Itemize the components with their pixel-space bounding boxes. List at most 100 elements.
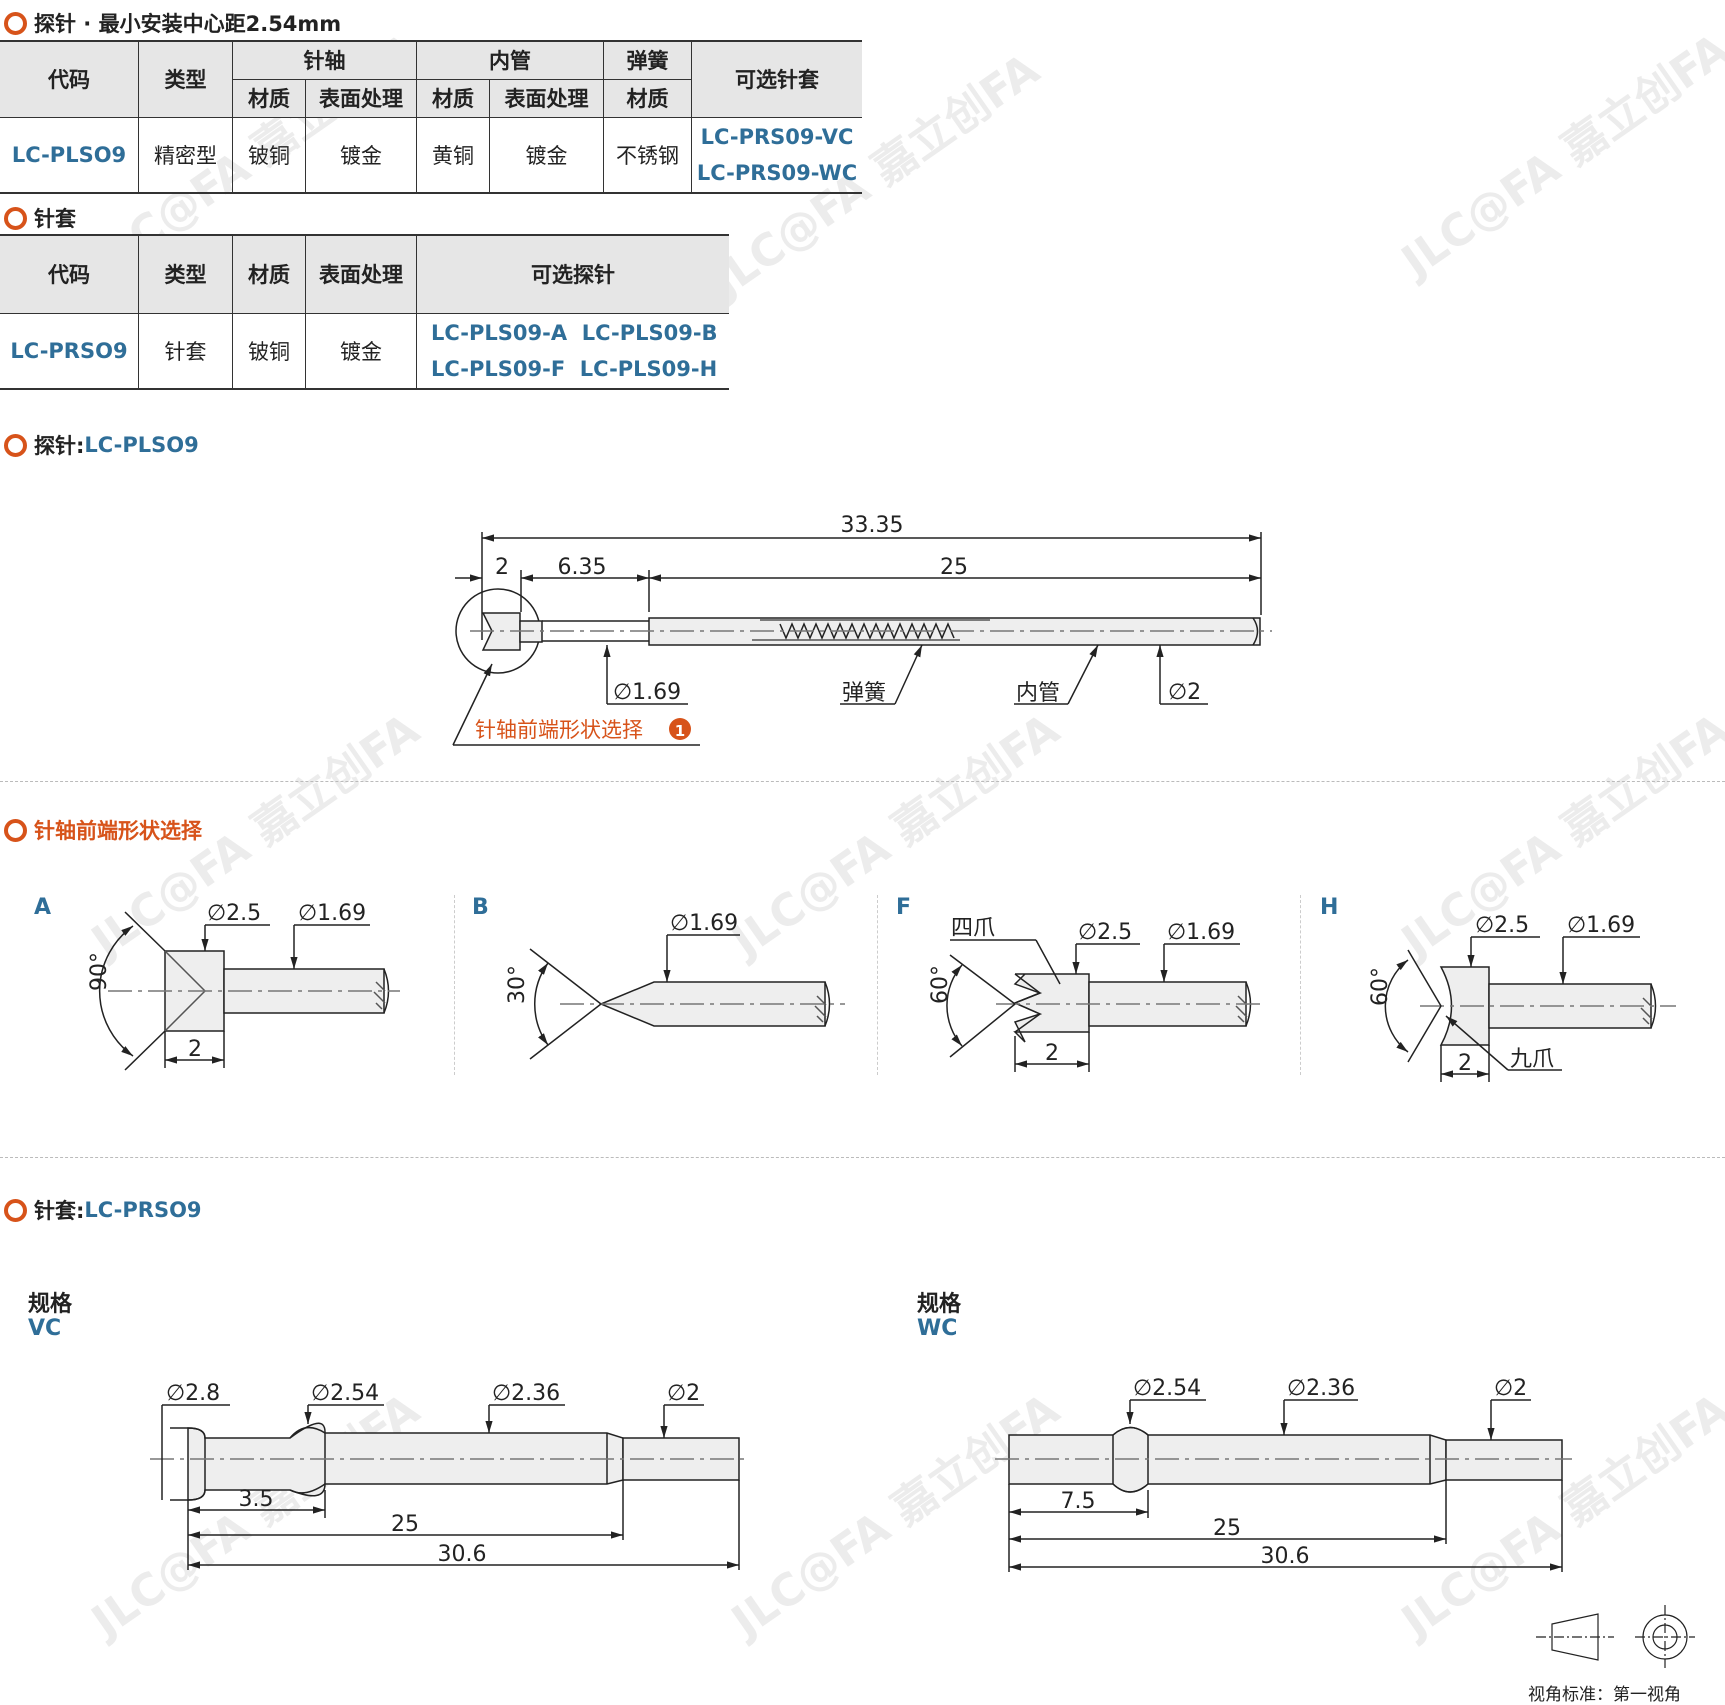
sleeve-table-title: 针套 xyxy=(4,203,76,233)
tube-material: 黄铜 xyxy=(416,116,490,194)
spring-material: 不锈钢 xyxy=(603,116,692,194)
sleeve-vc-drawing: ∅2.8 ∅2.54 ∅2.36 ∅2 3.5 25 30.6 xyxy=(150,1381,750,1570)
option-links-row1[interactable]: LC-PLS09-A LC-PLS09-B xyxy=(431,320,718,345)
dim-vc-d4: ∅2 xyxy=(667,1381,700,1406)
tube-surface: 镀金 xyxy=(489,116,604,194)
dim-f-d2: ∅1.69 xyxy=(1167,920,1235,945)
dim-a-angle: 90° xyxy=(87,952,112,991)
header-material: 材质 xyxy=(232,234,306,314)
projection-symbol-icon xyxy=(1536,1605,1695,1668)
dim-shaft: 6.35 xyxy=(558,555,607,580)
circle-icon xyxy=(4,206,27,230)
tip-shape-a: ∅2.5 ∅1.69 90° 2 xyxy=(87,901,400,1071)
sleeve-wc-drawing: ∅2.54 ∅2.36 ∅2 7.5 25 30.6 xyxy=(995,1376,1572,1572)
dim-h-d1: ∅2.5 xyxy=(1475,913,1529,938)
option-link-wc[interactable]: LC-PRS09-WC xyxy=(696,160,858,185)
header-shaft-surface: 表面处理 xyxy=(305,78,417,118)
dim-wc-d3: ∅2.36 xyxy=(1287,1376,1355,1401)
dia-shaft: ∅1.69 xyxy=(613,680,681,705)
dim-f-angle: 60° xyxy=(928,965,953,1004)
circle-icon xyxy=(4,818,27,842)
dim-f-len: 2 xyxy=(1045,1041,1059,1066)
dim-body: 25 xyxy=(940,555,968,580)
header-spring-material: 材质 xyxy=(603,78,692,118)
label-tube: 内管 xyxy=(1016,681,1060,706)
circle-icon xyxy=(4,11,27,35)
spec-label-wc: 规格 xyxy=(917,1292,962,1317)
section-divider xyxy=(0,1157,1725,1158)
sleeve-surface: 镀金 xyxy=(305,312,417,390)
sleeve-code: LC-PRSO9 xyxy=(0,312,139,390)
probe-main-drawing: 33.35 2 6.35 25 ∅1.69 弹簧 xyxy=(452,513,1272,746)
header-shaft: 针轴 xyxy=(232,40,417,80)
shaft-surface: 镀金 xyxy=(305,116,417,194)
tip-shape-b: ∅1.69 30° xyxy=(505,911,845,1060)
dim-a-d2: ∅1.69 xyxy=(298,901,366,926)
dim-a-d1: ∅2.5 xyxy=(207,901,261,926)
dim-wc-l1: 7.5 xyxy=(1061,1489,1096,1514)
label-spring: 弹簧 xyxy=(842,681,886,706)
dia-tube: ∅2 xyxy=(1168,680,1201,705)
spec-name-vc: VC xyxy=(28,1316,62,1341)
dim-f-d1: ∅2.5 xyxy=(1078,920,1132,945)
header-type: 类型 xyxy=(138,234,233,314)
circle-icon xyxy=(4,1198,27,1222)
dim-wc-d2: ∅2.54 xyxy=(1133,1376,1201,1401)
column-divider xyxy=(1300,895,1301,1075)
dim-vc-d1: ∅2.8 xyxy=(166,1381,220,1406)
circle-icon xyxy=(4,433,27,457)
probe-drawing-title: 探针: LC-PLSO9 xyxy=(4,430,199,460)
spec-name-wc: WC xyxy=(917,1316,958,1341)
header-tube: 内管 xyxy=(416,40,604,80)
svg-text:1: 1 xyxy=(675,722,685,740)
sleeve-spec-table: 代码 类型 材质 表面处理 可选探针 LC-PRSO9 针套 铍铜 镀金 LC-… xyxy=(0,234,729,390)
dim-vc-l2: 25 xyxy=(391,1512,419,1537)
column-divider xyxy=(454,895,455,1075)
dim-h-d2: ∅1.69 xyxy=(1567,913,1635,938)
sleeve-type: 针套 xyxy=(138,312,233,390)
header-spring: 弹簧 xyxy=(603,40,692,80)
shape-label-f: F xyxy=(896,895,912,920)
dim-vc-l1: 3.5 xyxy=(239,1487,274,1512)
option-link-vc[interactable]: LC-PRS09-VC xyxy=(700,124,854,149)
probe-type: 精密型 xyxy=(138,116,233,194)
dim-vc-d3: ∅2.36 xyxy=(492,1381,560,1406)
dim-wc-l2: 25 xyxy=(1213,1516,1241,1541)
dim-wc-d4: ∅2 xyxy=(1494,1376,1527,1401)
dim-b-angle: 30° xyxy=(505,965,530,1004)
tip-shapes-title: 针轴前端形状选择 xyxy=(4,815,202,845)
header-options: 可选探针 xyxy=(416,234,729,314)
sleeve-drawing-title: 针套: LC-PRSO9 xyxy=(4,1195,202,1225)
dim-vc-d2: ∅2.54 xyxy=(311,1381,379,1406)
dim-vc-l3: 30.6 xyxy=(438,1542,487,1567)
option-links-row2[interactable]: LC-PLS09-F LC-PLS09-H xyxy=(431,356,718,381)
header-tube-material: 材质 xyxy=(416,78,490,118)
shaft-material: 铍铜 xyxy=(232,116,306,194)
dim-wc-l3: 30.6 xyxy=(1261,1544,1310,1569)
dim-h-note: 九爪 xyxy=(1510,1047,1554,1072)
callout-tip-shape[interactable]: 针轴前端形状选择 xyxy=(475,718,643,742)
header-code: 代码 xyxy=(0,40,139,118)
tip-shape-f: 四爪 ∅2.5 ∅1.69 60° 2 xyxy=(928,916,1262,1072)
dim-h-len: 2 xyxy=(1458,1051,1472,1076)
dim-tip: 2 xyxy=(495,555,509,580)
header-options: 可选针套 xyxy=(691,40,862,118)
shape-label-b: B xyxy=(472,895,489,920)
header-code: 代码 xyxy=(0,234,139,314)
header-type: 类型 xyxy=(138,40,233,118)
dim-total: 33.35 xyxy=(841,513,904,538)
column-divider xyxy=(877,895,878,1075)
spec-label-vc: 规格 xyxy=(28,1292,73,1317)
view-standard-note: 视角标准：第一视角 xyxy=(1528,1685,1681,1705)
probe-table-title: 探针 · 最小安装中心距2.54mm xyxy=(4,8,341,38)
callout-number-icon xyxy=(669,718,691,740)
dim-b-d2: ∅1.69 xyxy=(670,911,738,936)
header-surface: 表面处理 xyxy=(305,234,417,314)
dim-f-note: 四爪 xyxy=(951,916,995,941)
shape-label-a: A xyxy=(34,895,52,920)
probe-spec-table: 代码 类型 针轴 内管 弹簧 可选针套 材质 表面处理 材质 表面处理 材质 L… xyxy=(0,40,862,194)
probe-options: LC-PRS09-VC LC-PRS09-WC xyxy=(691,116,862,194)
header-tube-surface: 表面处理 xyxy=(489,78,604,118)
dim-h-angle: 60° xyxy=(1368,967,1393,1006)
